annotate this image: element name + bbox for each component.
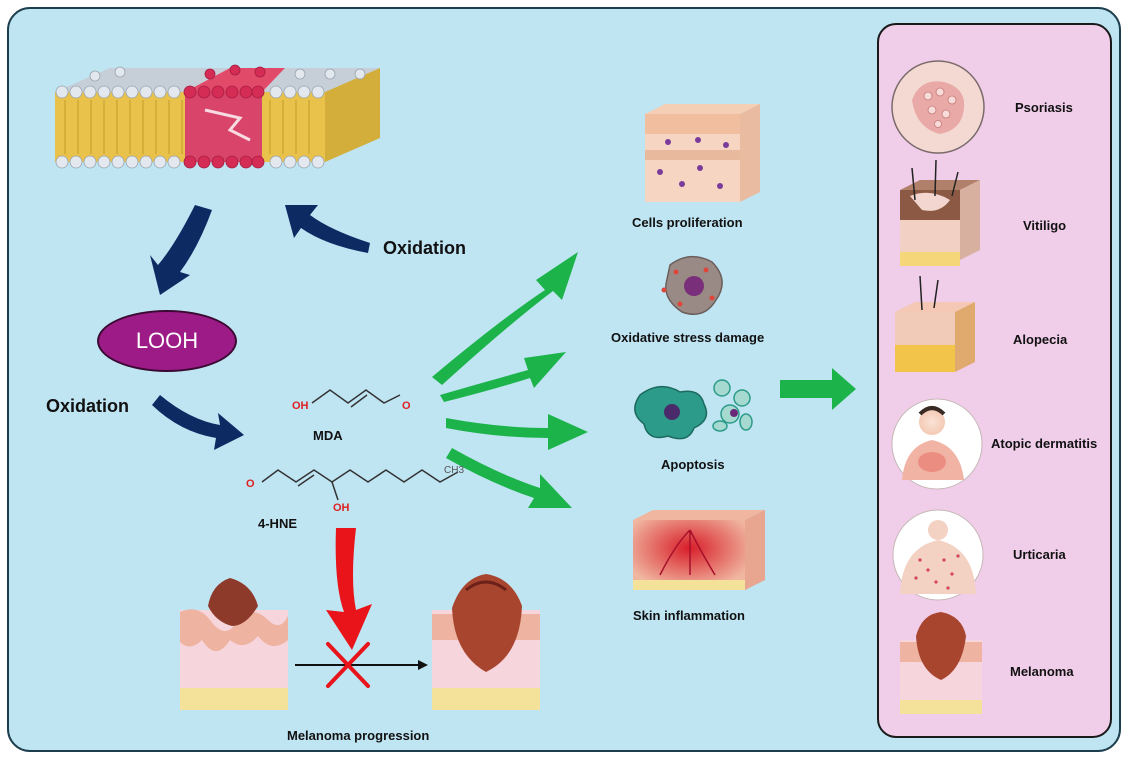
green-arrow-to-oxidative-damage <box>440 352 566 402</box>
label-effect-1: Oxidative stress damage <box>611 330 765 345</box>
green-arrow-to-proliferation <box>432 252 578 385</box>
arrow-membrane-to-looh <box>150 205 212 295</box>
green-arrow-to-apoptosis <box>446 414 588 450</box>
lipid-bilayer-illustration <box>55 64 380 169</box>
skin-block-advanced-melanoma <box>432 574 540 710</box>
label-mda: MDA <box>313 428 343 443</box>
label-effect-2: Apoptosis <box>661 457 725 472</box>
label-disease-3: Atopic dermatitis <box>991 436 1098 451</box>
progression-arrowhead <box>418 660 428 670</box>
background-panel <box>7 7 1121 752</box>
label-4-hne: 4-HNE <box>258 516 298 531</box>
red-arrow-hne-to-melanoma <box>326 528 372 650</box>
urticaria-icon <box>892 509 984 601</box>
label-disease-0: Psoriasis <box>1015 100 1073 115</box>
label-disease-4: Urticaria <box>1013 547 1066 562</box>
label-disease-1: Vitiligo <box>1023 218 1067 233</box>
label-oxidation-top: Oxidation <box>383 238 467 258</box>
atopic-dermatitis-icon <box>891 398 983 490</box>
hne-ch3-label: CH3 <box>444 465 465 476</box>
green-arrow-to-inflammation <box>446 448 572 508</box>
label-effect-0: Cells proliferation <box>632 215 743 230</box>
label-disease-5: Melanoma <box>1010 664 1074 679</box>
label-oxidation-left: Oxidation <box>46 396 130 416</box>
green-arrow-to-diseases <box>780 368 856 410</box>
arrow-oxidation-to-membrane <box>285 205 370 253</box>
inflamed-skin-icon <box>633 510 765 590</box>
hne-structure <box>261 469 459 501</box>
mda-structure <box>311 389 401 408</box>
arrow-looh-to-mda <box>152 395 244 450</box>
skin-layers-proliferation-icon <box>645 104 760 202</box>
vitiligo-icon <box>900 159 980 266</box>
damaged-cell-icon <box>661 256 723 315</box>
hne-oh-label: OH <box>333 502 350 514</box>
apoptotic-cells-icon <box>634 379 753 440</box>
mda-oh-label: OH <box>292 400 309 412</box>
skin-block-early-melanoma <box>180 578 288 710</box>
melanoma-icon <box>900 612 982 714</box>
mda-o-label: O <box>402 400 411 412</box>
psoriasis-icon <box>891 60 985 154</box>
hne-o-label: O <box>246 478 255 490</box>
alopecia-icon <box>895 275 975 372</box>
looh-node: LOOH <box>97 310 237 372</box>
blocked-cross-icon <box>326 642 370 688</box>
label-effect-3: Skin inflammation <box>633 608 745 623</box>
label-melanoma-progression: Melanoma progression <box>287 728 430 743</box>
label-disease-2: Alopecia <box>1013 332 1068 347</box>
